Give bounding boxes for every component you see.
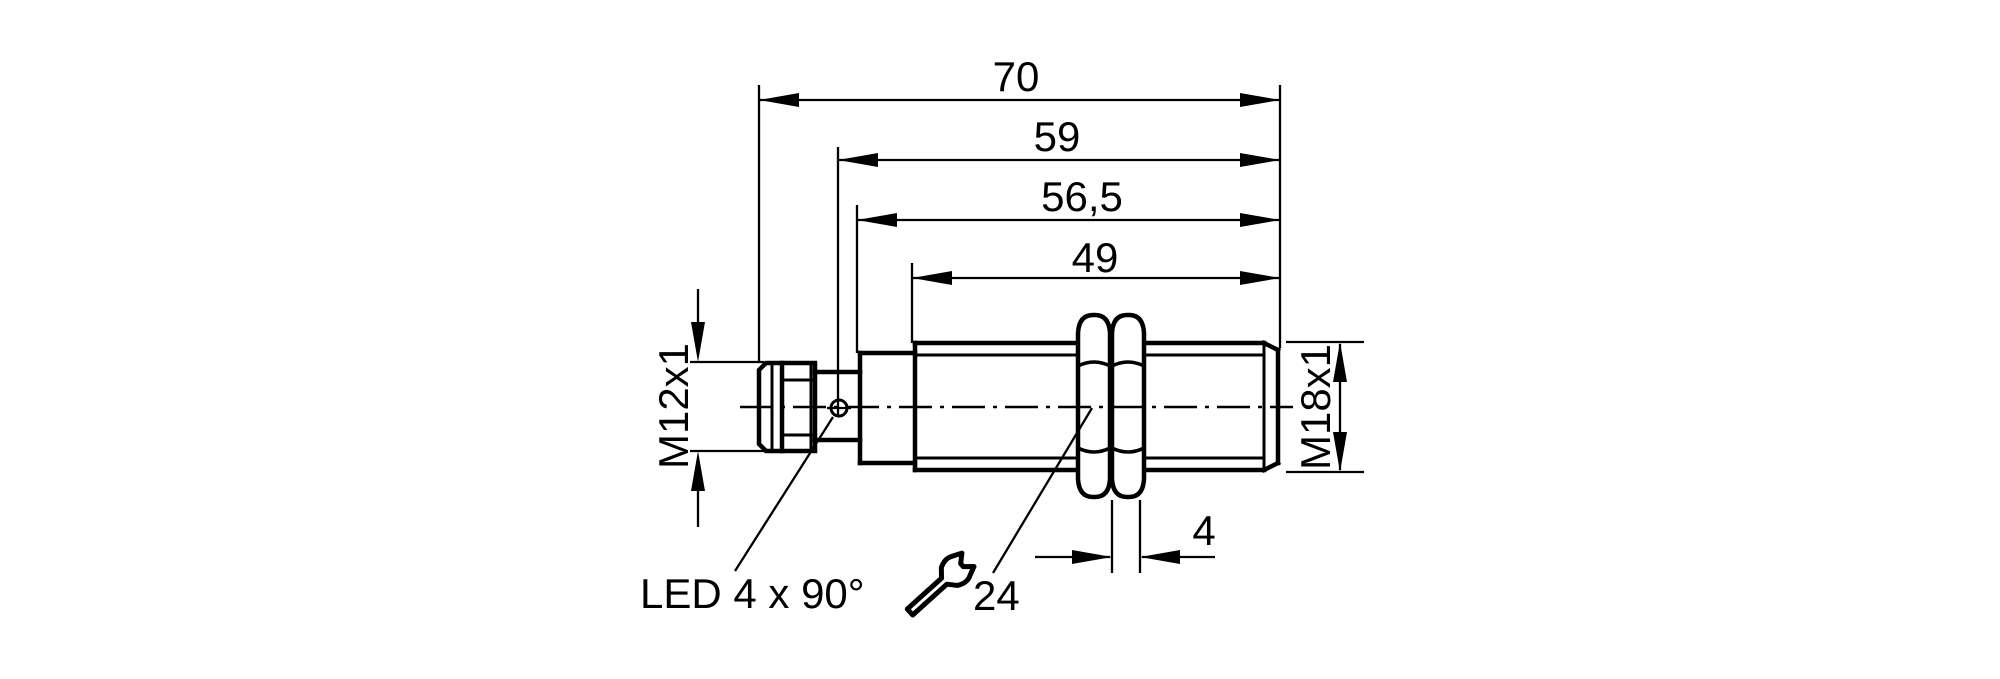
arrowhead-left-icon (857, 213, 897, 227)
nut2-facet-top (1111, 360, 1145, 368)
led-leader-line (734, 416, 834, 572)
arrowhead-left-icon (759, 93, 799, 107)
dim-label-m12x1: M12x1 (650, 343, 697, 469)
arrowhead-down-icon (1333, 432, 1347, 472)
dim-label-70: 70 (993, 53, 1040, 100)
dim-connector-thread: M12x1 (650, 289, 764, 527)
arrowhead-left-icon (838, 153, 878, 167)
dim-label-59: 59 (1034, 113, 1081, 160)
dim-label-4: 4 (1192, 507, 1215, 554)
nut1-facet-top (1077, 360, 1111, 368)
connector-plug-outline (756, 360, 818, 454)
dim-nut-width: 4 (1035, 500, 1216, 573)
dim-thread-length: 49 (910, 234, 1280, 343)
led-callout: LED 4 x 90° (640, 398, 865, 617)
wrench-leader-line (992, 407, 1093, 574)
arrowhead-left-icon (912, 271, 952, 285)
dim-label-m18x1: M18x1 (1292, 344, 1339, 470)
dim-overall-length: 70 (757, 53, 1282, 363)
arrowhead-up-icon (691, 451, 705, 491)
led-label: LED 4 x 90° (640, 570, 865, 617)
face-chamfer-bottom (1260, 459, 1282, 474)
arrowhead-up-icon (1333, 342, 1347, 382)
dim-led-position: 59 (836, 113, 1280, 417)
arrowhead-right-icon (1240, 271, 1280, 285)
dim-housing-length: 56,5 (855, 173, 1280, 353)
nut1-facet-bottom (1077, 446, 1111, 454)
wrench-callout: 24 (904, 407, 1093, 619)
face-chamfer-top (1260, 339, 1282, 354)
wrench-icon (904, 550, 977, 618)
dim-label-56-5: 56,5 (1041, 173, 1123, 220)
arrowhead-left-icon (1140, 550, 1180, 564)
dim-barrel-thread: M18x1 (1286, 340, 1364, 474)
nut2-facet-bottom (1111, 446, 1145, 454)
arrowhead-right-icon (1072, 550, 1112, 564)
arrowhead-right-icon (1240, 153, 1280, 167)
arrowhead-down-icon (691, 322, 705, 362)
arrowhead-right-icon (1240, 213, 1280, 227)
dim-label-49: 49 (1072, 234, 1119, 281)
wrench-size-label: 24 (973, 572, 1020, 619)
arrowhead-right-icon (1240, 93, 1280, 107)
